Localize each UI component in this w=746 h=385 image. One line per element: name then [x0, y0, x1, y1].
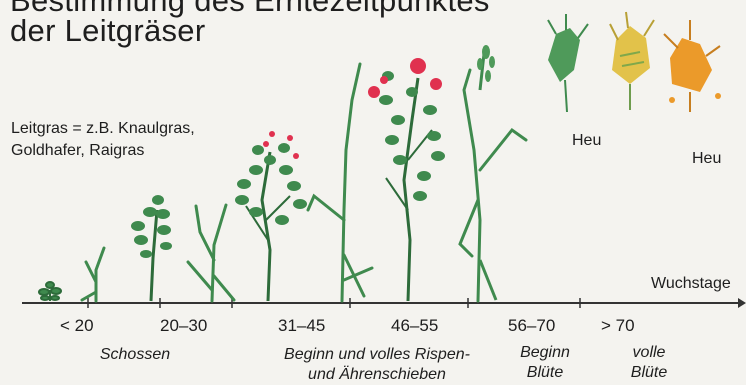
stage-label-beginn-bluete: Beginn Blüte	[510, 343, 580, 383]
grass-tall-bending-icon	[308, 64, 372, 301]
grass-blades-icon	[82, 248, 104, 301]
grass-flowering-icon	[235, 131, 307, 301]
tick-label-31-45: 31–45	[278, 316, 325, 336]
stage-line-2: und Ährenschieben	[262, 365, 492, 385]
grass-leafy-icon	[131, 195, 172, 301]
stage-line-1: volle	[614, 343, 684, 363]
stage-line-1: Beginn und volles Rispen-	[262, 345, 492, 365]
spikelet-icon	[664, 20, 721, 112]
heu-label-2: Heu	[692, 150, 721, 168]
grass-blooming-icon	[368, 58, 445, 301]
stage-line-2: Blüte	[614, 363, 684, 383]
stage-label-volle-bluete: volle Blüte	[614, 343, 684, 383]
stage-label-rispenschieben: Beginn und volles Rispen- und Ährenschie…	[262, 345, 492, 385]
tick-label-20-30: 20–30	[160, 316, 207, 336]
grass-seedling-icon	[39, 282, 61, 301]
stage-line-1: Schossen	[95, 345, 175, 365]
grass-panicle-icon	[460, 45, 526, 301]
stage-line-1: Beginn	[510, 343, 580, 363]
stage-line-2: Blüte	[510, 363, 580, 383]
tick-label-gt70: > 70	[601, 316, 635, 336]
tick-label-lt20: < 20	[60, 316, 94, 336]
axis-label-wuchstage: Wuchstage	[651, 275, 731, 293]
heu-label-1: Heu	[572, 132, 601, 150]
tick-label-46-55: 46–55	[391, 316, 438, 336]
grass-tall-blades-icon	[188, 205, 234, 301]
spikelet-icon	[610, 12, 654, 110]
stage-label-schossen: Schossen	[95, 345, 175, 365]
time-axis	[22, 298, 746, 308]
tick-label-56-70: 56–70	[508, 316, 555, 336]
spikelet-icon	[548, 14, 588, 112]
